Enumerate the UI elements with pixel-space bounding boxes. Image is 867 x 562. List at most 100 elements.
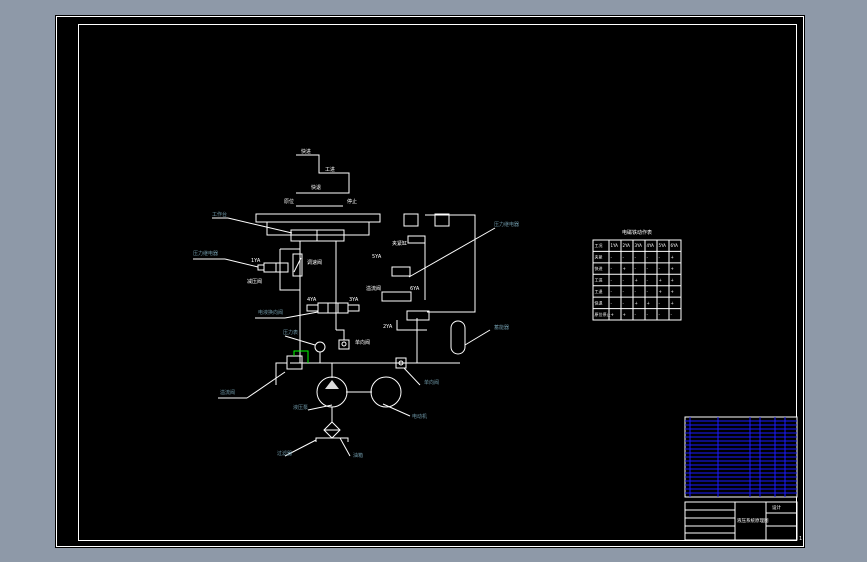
table-cell: +	[635, 278, 638, 283]
table-cell: -	[623, 255, 625, 260]
relief-valve-main: 溢流阀	[218, 350, 309, 399]
svg-text:溢流阀: 溢流阀	[366, 285, 381, 292]
table-cell: +	[611, 312, 614, 317]
table-cell: -	[635, 312, 637, 317]
label-worktable: 工作台	[212, 211, 227, 218]
outer-border	[56, 16, 804, 547]
table-cell: -	[623, 289, 625, 294]
table-cell: -	[671, 312, 673, 317]
svg-text:电液换向阀: 电液换向阀	[258, 309, 283, 316]
table-header-cell: 4YA	[647, 243, 655, 248]
table-cell: -	[635, 255, 637, 260]
label-fast-return: 快退	[311, 184, 321, 191]
title-block: 液压系统原理图 设计 1	[684, 501, 802, 542]
parts-list	[684, 416, 798, 498]
table-cell: -	[659, 300, 661, 305]
svg-text:3YA: 3YA	[349, 297, 359, 303]
table-cell: +	[671, 289, 674, 294]
table-cell: -	[647, 289, 649, 294]
table-cell: -	[611, 300, 613, 305]
table-cell: -	[635, 266, 637, 271]
table-cell: +	[659, 278, 662, 283]
table-cell: -	[647, 278, 649, 283]
table-cell: +	[671, 300, 674, 305]
table-cell: +	[623, 312, 626, 317]
table-header-cell: 2YA	[623, 243, 631, 248]
company-name: 设计	[772, 504, 781, 511]
svg-text:压力继电器: 压力继电器	[494, 221, 519, 228]
table-header-cell: 1YA	[611, 243, 619, 248]
table-cell: -	[647, 255, 649, 260]
table-cell: +	[659, 289, 662, 294]
table-cell: +	[671, 278, 674, 283]
solenoid-valve-1: 1YA 压力继电器 减压阀	[193, 250, 289, 285]
throttle-valve: 调速阀	[292, 253, 322, 277]
table-cell: -	[659, 266, 661, 271]
label-work-feed: 工进	[325, 166, 335, 173]
table-cell: 快退	[595, 299, 603, 305]
svg-text:5YA: 5YA	[372, 254, 382, 260]
svg-text:液压泵: 液压泵	[293, 404, 308, 411]
clamp-circuit: 夹紧缸 5YA 溢流阀 6YA 2YA 压力继电器	[366, 213, 519, 330]
table-cell: -	[659, 255, 661, 260]
svg-text:6YA: 6YA	[410, 286, 420, 292]
table-header-cell: 5YA	[659, 243, 667, 248]
table-cell: +	[671, 255, 674, 260]
table-cell: 原位停止	[595, 311, 611, 317]
svg-text:溢流阀: 溢流阀	[220, 389, 235, 396]
pressure-gauge: 压力表	[283, 329, 326, 363]
table-cell: -	[659, 312, 661, 317]
table-cell: +	[671, 266, 674, 271]
svg-text:调速阀: 调速阀	[307, 259, 322, 266]
table-cell: -	[647, 312, 649, 317]
table-cell: -	[611, 289, 613, 294]
svg-text:过滤器: 过滤器	[277, 450, 292, 457]
filter: 过滤器 油箱	[277, 407, 363, 459]
drawing-title: 液压系统原理图	[737, 517, 769, 524]
work-cycle-diagram: 快进 工进 快退 原位 停止	[284, 148, 357, 207]
check-valve-main: 单向阀	[395, 357, 439, 386]
worktable-cylinder: 工作台	[212, 211, 381, 242]
table-cell: -	[611, 278, 613, 283]
drawing-background	[55, 15, 805, 548]
svg-text:2YA: 2YA	[383, 324, 393, 330]
table-cell: +	[623, 266, 626, 271]
svg-text:单向阀: 单向阀	[355, 339, 370, 346]
table-header-cell: 3YA	[635, 243, 643, 248]
svg-text:电动机: 电动机	[412, 413, 427, 420]
table-cell: -	[623, 278, 625, 283]
table-cell: -	[635, 289, 637, 294]
label-fast-forward: 快进	[301, 148, 311, 155]
svg-text:单向阀: 单向阀	[424, 379, 439, 386]
svg-text:4YA: 4YA	[307, 297, 317, 303]
motor: 电动机	[370, 376, 427, 420]
svg-text:减压阀: 减压阀	[247, 278, 262, 285]
table-cell: 快进	[595, 265, 603, 271]
table-cell: 工退	[595, 288, 603, 294]
table-cell: +	[647, 300, 650, 305]
hydraulic-lines	[279, 214, 476, 393]
svg-text:压力表: 压力表	[283, 329, 298, 336]
table-header-cell: 工况	[595, 243, 603, 248]
table-cell: 工进	[595, 277, 603, 283]
table-cell: -	[647, 266, 649, 271]
table-cell: -	[611, 255, 613, 260]
inner-border	[78, 24, 797, 541]
sheet-number: 1	[799, 536, 802, 542]
table-cell: 夹紧	[595, 254, 603, 260]
table-cell: -	[623, 300, 625, 305]
check-valve-branch: 单向阀	[338, 339, 370, 350]
reversing-valve: 4YA 3YA 电液换向阀	[255, 297, 360, 319]
svg-text:蓄能器: 蓄能器	[494, 324, 509, 331]
svg-text:压力继电器: 压力继电器	[193, 250, 218, 257]
table-title: 电磁铁动作表	[622, 229, 652, 236]
table-cell: +	[635, 300, 638, 305]
svg-text:夹紧缸: 夹紧缸	[392, 240, 407, 247]
svg-text:1YA: 1YA	[251, 258, 261, 264]
label-start: 原位	[284, 198, 294, 205]
table-header-cell: 6YA	[671, 243, 679, 248]
label-stop: 停止	[347, 198, 357, 205]
svg-text:油箱: 油箱	[353, 452, 363, 459]
solenoid-action-table: 电磁铁动作表 工况 1YA 2YA 3YA 4YA 5YA 6YA 夹紧 - - - - - + 快进 - + -…	[592, 229, 682, 321]
